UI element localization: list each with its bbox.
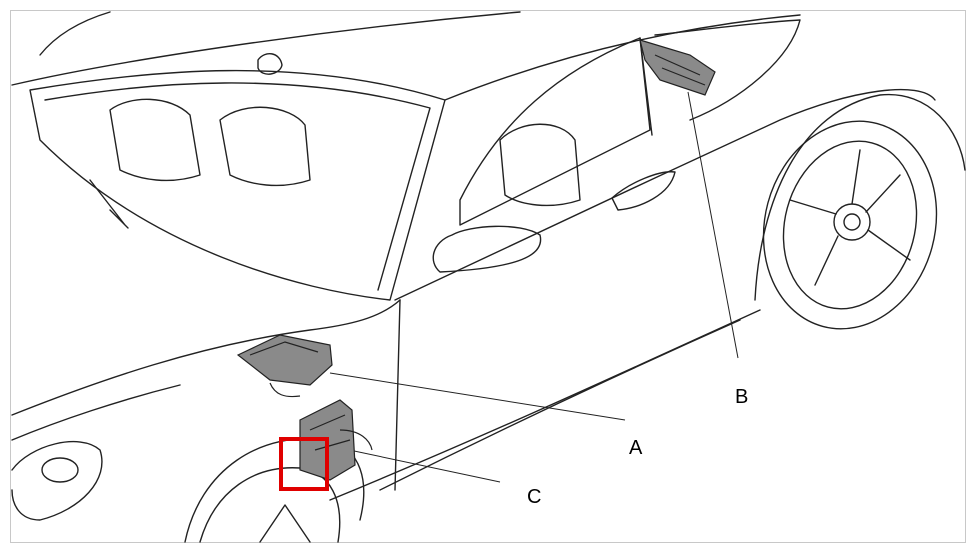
- leader-line-c: [339, 447, 501, 483]
- sill: [329, 309, 761, 501]
- rear-hub-cap: [843, 213, 861, 231]
- callout-label-a: A: [629, 437, 643, 459]
- rear-hub: [833, 203, 871, 241]
- car-body: [11, 11, 966, 543]
- hood-crease: [11, 384, 181, 441]
- side-window-front: [459, 37, 651, 226]
- headlight: [11, 441, 103, 521]
- seat-left: [109, 98, 201, 182]
- callout-label-c: C: [527, 486, 542, 508]
- leader-lines: [329, 91, 739, 483]
- seat-right: [219, 106, 311, 187]
- leader-line-a: [329, 372, 626, 421]
- side-window-rear: [654, 19, 801, 121]
- roof-side: [444, 14, 801, 101]
- rear-seat: [499, 123, 581, 207]
- leader-line-b: [687, 91, 739, 359]
- rear-wheel-arch: [754, 93, 966, 301]
- rear-tyre: [762, 120, 938, 330]
- component-a: [236, 334, 333, 386]
- b-pillar: [639, 37, 653, 136]
- components: [236, 39, 716, 481]
- roof-line: [11, 11, 521, 86]
- highlight-rectangle-icon: [279, 437, 329, 491]
- image-frame: [10, 10, 966, 543]
- rear-wheel-spokes: [789, 149, 911, 286]
- front-wheel: [199, 467, 341, 543]
- callout-label-b: B: [735, 386, 749, 408]
- rear-rim: [782, 140, 918, 310]
- windshield-inner: [44, 82, 431, 291]
- door-front-edge: [394, 299, 401, 491]
- windshield: [29, 69, 446, 301]
- hood-line: [11, 299, 401, 416]
- component-b: [639, 39, 716, 96]
- front-wheel-spoke: [259, 504, 311, 543]
- rear-mirror: [257, 53, 283, 75]
- side-mirror: [432, 225, 542, 273]
- door-handle: [611, 171, 676, 211]
- roof-front-edge: [39, 11, 111, 56]
- headlight-lens: [41, 457, 79, 483]
- sill-lower: [379, 319, 741, 491]
- beltline: [394, 88, 936, 301]
- wiper: [89, 179, 129, 229]
